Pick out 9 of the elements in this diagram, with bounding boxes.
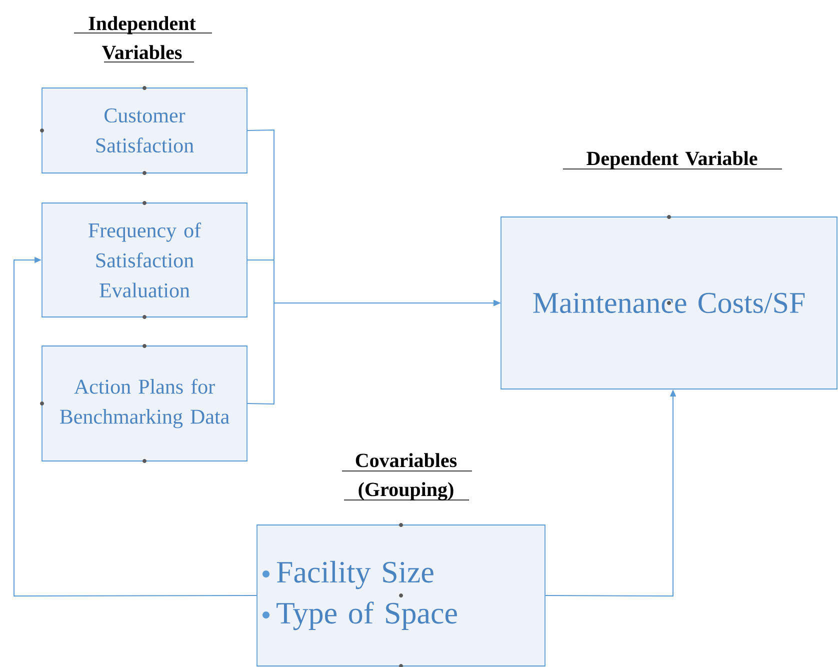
node-box: Action Plans for Benchmarking Data	[42, 346, 248, 462]
heading: Covariables (Grouping)	[342, 453, 472, 500]
heading: Independent Variables	[74, 16, 212, 62]
bullet-list-box: Facility Size Type of Space	[256, 524, 546, 666]
heading: Dependent Variable	[562, 151, 782, 170]
node-box: Frequency of Satisfaction Evaluation	[42, 202, 248, 318]
node-box: Customer Satisfaction	[42, 88, 248, 174]
node-box: Maintenance Costs/SF	[500, 216, 838, 390]
arrow	[14, 256, 258, 596]
